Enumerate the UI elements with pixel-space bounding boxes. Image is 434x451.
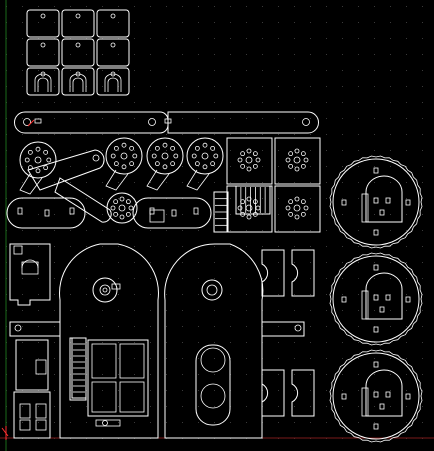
clip-part xyxy=(291,369,315,417)
gear-plate xyxy=(19,141,57,195)
long-bar-part[interactable] xyxy=(14,111,319,134)
key-tile xyxy=(26,9,60,38)
gear-plate xyxy=(146,137,184,191)
gear-plates-row[interactable] xyxy=(19,137,224,224)
key-tile xyxy=(61,38,95,67)
link-arm-part[interactable] xyxy=(27,149,112,223)
key-tile-grid[interactable] xyxy=(26,9,130,96)
slotted-ladder xyxy=(235,185,271,215)
square-gear-plate xyxy=(226,137,273,185)
gear-plate xyxy=(106,192,138,224)
key-tile xyxy=(26,38,60,67)
left-small-parts[interactable] xyxy=(9,243,51,439)
square-gear-plate xyxy=(274,137,321,185)
gear-plate xyxy=(186,137,224,191)
round-disc xyxy=(329,155,423,249)
round-discs[interactable] xyxy=(329,155,423,443)
slotted-ladder xyxy=(213,191,229,233)
square-gear-plates[interactable] xyxy=(226,137,321,233)
slotted-ladder xyxy=(71,337,87,399)
round-disc xyxy=(329,252,423,346)
key-tile xyxy=(96,38,130,67)
square-gear-plate xyxy=(274,185,321,233)
clip-part xyxy=(291,249,315,297)
key-tile xyxy=(61,67,95,96)
clip-part xyxy=(261,249,285,297)
key-tile xyxy=(61,9,95,38)
clip-part xyxy=(261,369,285,417)
key-tile xyxy=(96,67,130,96)
key-tile xyxy=(96,9,130,38)
origin-marker xyxy=(1,426,9,440)
body-panel-right[interactable] xyxy=(164,243,305,439)
slotted-ladders[interactable] xyxy=(71,185,271,399)
round-disc xyxy=(329,349,423,443)
key-tile xyxy=(26,67,60,96)
gear-plate xyxy=(105,137,143,191)
clip-parts[interactable] xyxy=(261,249,315,417)
bracket-plates[interactable] xyxy=(6,197,212,229)
body-panel-left[interactable] xyxy=(9,243,159,439)
